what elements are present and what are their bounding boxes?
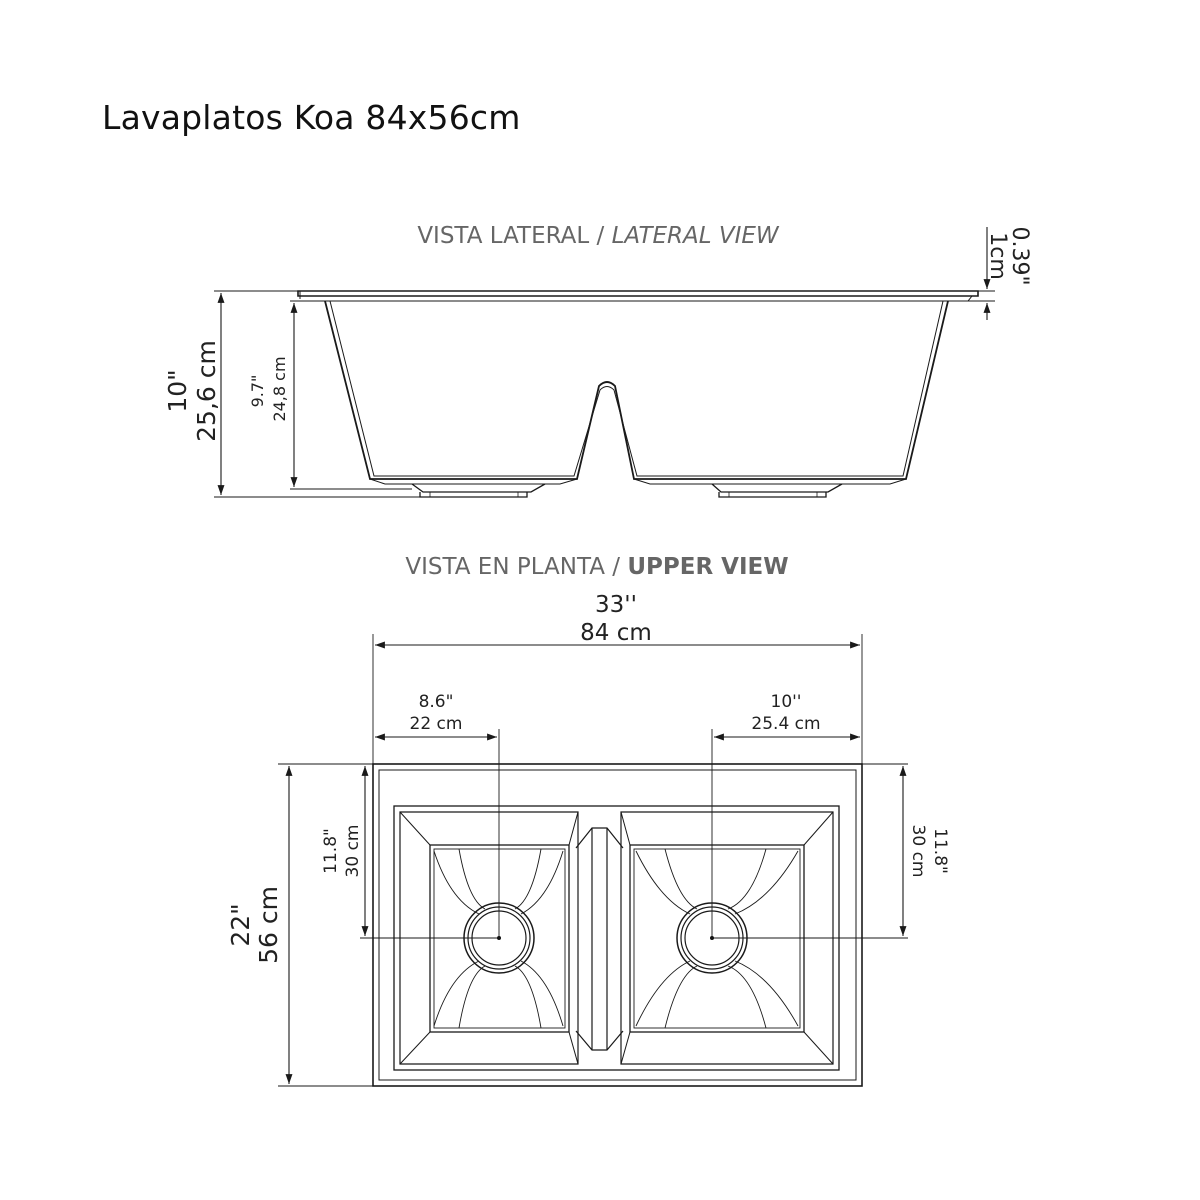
upper-view-title: VISTA EN PLANTA / UPPER VIEW [405,554,788,580]
right-bowl [620,811,834,1065]
right-drain-center [710,936,714,940]
lateral-extension-lines [214,290,995,498]
width-in: 33'' [595,592,637,618]
rim-thickness-in: 0.39" [1007,226,1032,285]
bowl-depth-cm: 24,8 cm [270,356,289,421]
left-drain-y-in: 11.8" [321,828,341,874]
bowl-depth-in: 9.7" [248,375,267,408]
lateral-view-title: VISTA LATERAL / LATERAL VIEW [417,223,780,249]
page-title: Lavaplatos Koa 84x56cm [102,98,521,137]
lateral-view: VISTA LATERAL / LATERAL VIEW [163,223,1032,498]
left-drain-center [497,936,501,940]
right-drain-y-cm: 30 cm [908,825,928,878]
rim-thickness-cm: 1cm [985,232,1010,280]
upper-view: VISTA EN PLANTA / UPPER VIEW 33'' 84 cm … [226,554,950,1087]
sink-rim-side [297,290,979,302]
left-drain-x-cm: 22 cm [410,714,463,734]
depth-cm: 56 cm [254,886,283,964]
total-height-cm: 25,6 cm [192,340,221,442]
right-drain-x-cm: 25.4 cm [751,714,820,734]
left-bowl [399,811,579,1065]
drain-left-side [411,483,546,498]
left-drain-x-in: 8.6" [419,692,454,712]
drain-right-side [711,483,843,498]
right-drain-x-in: 10'' [771,692,802,712]
depth-in: 22" [226,903,255,946]
total-height-in: 10" [163,369,192,412]
right-drain-y-in: 11.8" [930,828,950,874]
width-cm: 84 cm [580,620,652,646]
left-drain-y-cm: 30 cm [343,825,363,878]
sink-frame-top [372,763,863,1087]
bowl-divider [575,827,624,1051]
sink-bowls-side [324,300,949,485]
